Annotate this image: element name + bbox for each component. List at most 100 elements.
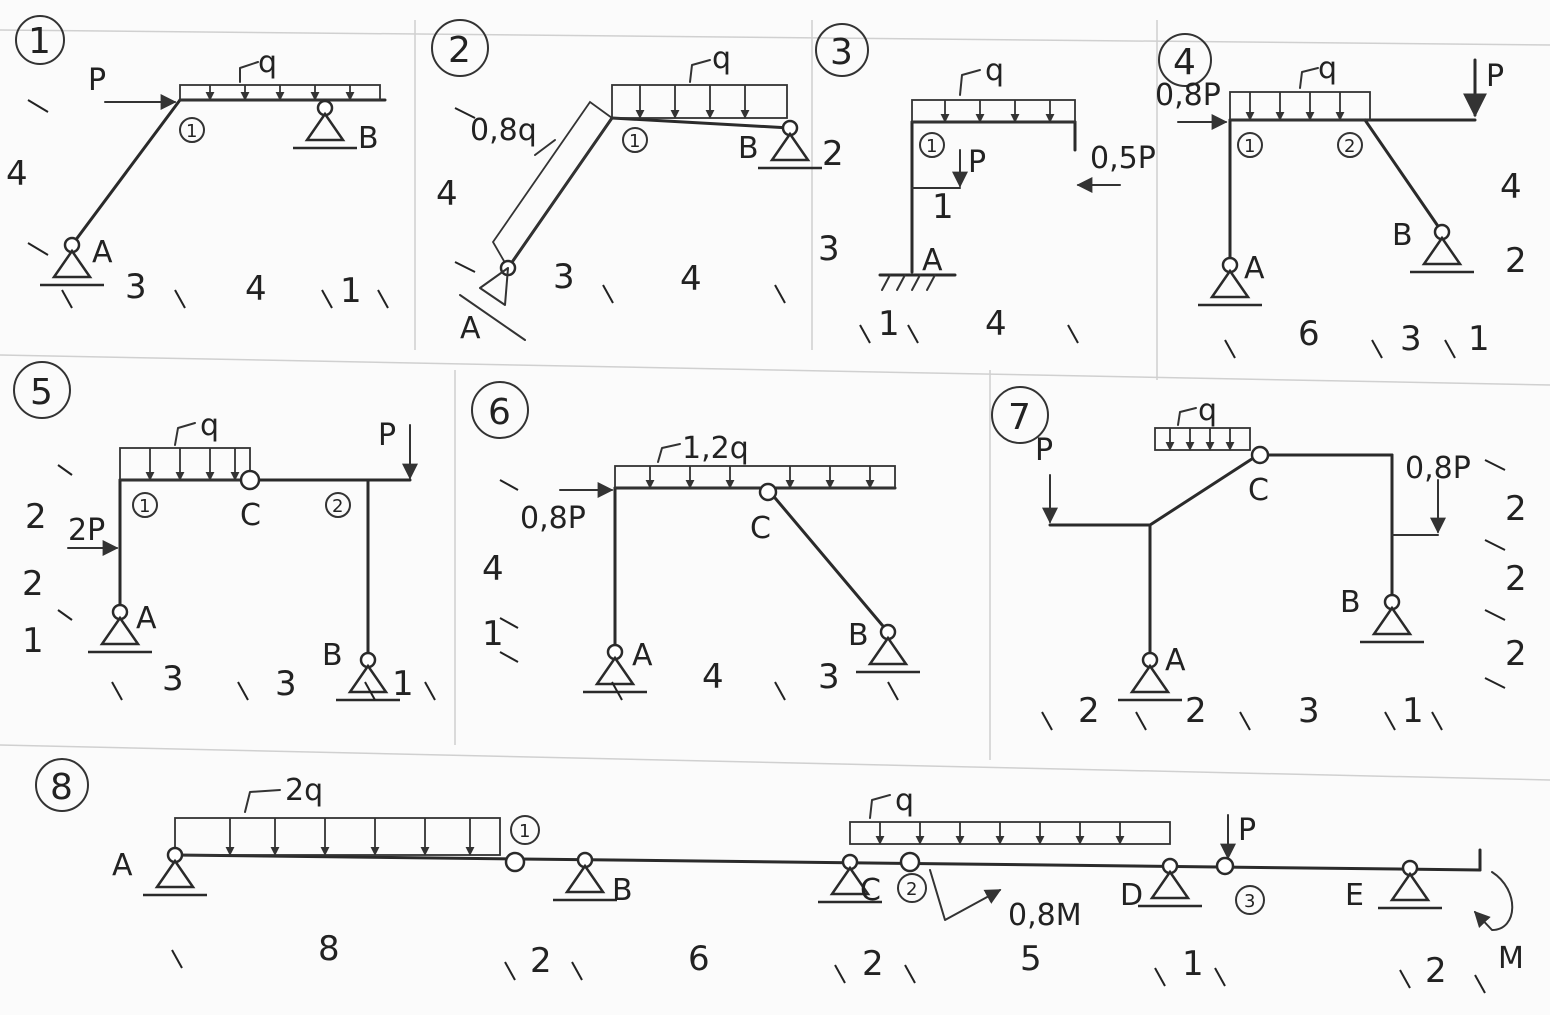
support-a-label: A (1244, 251, 1265, 286)
dim-w1: 3 (553, 257, 575, 297)
load-incl-label: 0,8q (470, 113, 537, 148)
problem-number-circle (13, 361, 71, 419)
dim-w1: 3 (162, 659, 184, 699)
problem-number: 8 (50, 767, 73, 808)
inclined-member (1363, 118, 1444, 234)
problem-number-circle (1158, 33, 1212, 87)
problem-number-circle (431, 19, 489, 77)
support-d-label: D (1120, 878, 1143, 913)
inclined-ground (459, 294, 526, 341)
distributed-load (1154, 427, 1251, 451)
problem-number-circle (991, 386, 1049, 444)
support-a-label: A (632, 638, 653, 673)
node-label-2: 2 (332, 496, 343, 517)
problem-4: 4 q 0,8P P 1 2 A B 4 2 6 3 1 (1155, 33, 1527, 359)
dim-h1: 4 (482, 549, 504, 589)
load-q-label: q (895, 783, 914, 818)
hinge-1 (504, 851, 526, 873)
dim-w2: 3 (818, 657, 840, 697)
support-b-label: B (1340, 585, 1361, 620)
moment-m-label: M (1498, 941, 1524, 976)
dim-s3: 6 (688, 939, 710, 979)
distributed-load (614, 465, 896, 489)
support-a-label: A (136, 601, 157, 636)
dim-w3: 1 (1468, 319, 1490, 359)
problem-number: 6 (488, 392, 511, 433)
node-label: 1 (186, 121, 197, 142)
dim-w2: 4 (985, 304, 1007, 344)
dim-s7: 2 (1425, 951, 1447, 991)
moment-arrow-end (1473, 871, 1514, 931)
problem-2: 2 q 0,8q 1 B A 4 2 3 4 (431, 19, 844, 346)
distributed-load-left (174, 817, 501, 856)
dim-s6: 1 (1182, 944, 1204, 984)
inclined-member (70, 98, 182, 247)
support-b-label: B (738, 131, 759, 166)
problem-3: 3 q P 0,5P 1 A 1 3 1 4 (815, 23, 1156, 344)
load-q-label: q (985, 53, 1004, 88)
problem-number-circle (35, 758, 89, 812)
pin-support-b (1408, 223, 1476, 274)
problem-number-circle (471, 381, 529, 439)
pin-support-b (1358, 593, 1426, 644)
problem-8: 8 2q q P 1 2 (35, 758, 1524, 994)
dim-w2: 4 (245, 269, 267, 309)
hinge (239, 469, 261, 491)
dim-s2: 2 (530, 941, 552, 981)
inclined-member (768, 490, 890, 634)
moment-arrow-mid (929, 869, 1002, 921)
force-p-label: P (1486, 59, 1504, 94)
support-a-label: A (92, 235, 113, 270)
dim-h2: 3 (818, 229, 840, 269)
support-c-label: C (860, 873, 881, 908)
force-p-left-label: 0,8P (520, 501, 586, 536)
inclined-load (491, 100, 614, 270)
dim-w1: 2 (1078, 691, 1100, 731)
node-marker (179, 117, 205, 143)
dim-w3: 3 (1298, 691, 1320, 731)
dim-w1: 4 (702, 657, 724, 697)
force-p-left-label: 2P (68, 513, 105, 548)
hinge-label: C (750, 511, 771, 546)
problem-number: 7 (1008, 397, 1031, 438)
distributed-load (911, 99, 1076, 123)
dim-h2: 2 (1505, 241, 1527, 281)
hinge-label: C (240, 498, 261, 533)
hinge-3 (1215, 856, 1235, 876)
support-b-label: B (612, 873, 633, 908)
support-b-label: B (322, 638, 343, 673)
dim-w3: 1 (392, 664, 414, 704)
moment-08m-label: 0,8M (1008, 898, 1082, 933)
dim-height: 4 (436, 174, 458, 214)
inclined-member (1148, 453, 1260, 527)
node-label: 1 (926, 136, 937, 157)
problem-1: 1 q P 1 A B 4 3 4 1 (6, 15, 389, 311)
dim-w2: 3 (1400, 319, 1422, 359)
dim-h3: 2 (1505, 634, 1527, 674)
dim-w2: 3 (275, 664, 297, 704)
force-p-label: P (968, 145, 986, 180)
support-a-label: A (112, 848, 133, 883)
load-q-label: 1,2q (682, 431, 749, 466)
dim-h1: 1 (932, 187, 954, 227)
pin-support-b (334, 651, 402, 702)
problem-number: 3 (830, 32, 853, 73)
load-q-label: q (1318, 51, 1337, 86)
node-label-3: 3 (1244, 891, 1255, 912)
problem-number: 2 (448, 30, 471, 71)
dim-h1: 4 (1500, 167, 1522, 207)
distributed-load (119, 447, 251, 481)
panel-grid (0, 20, 1550, 781)
dim-w1: 6 (1298, 314, 1320, 354)
hinge-label: C (1248, 473, 1269, 508)
dim-s5: 5 (1020, 939, 1042, 979)
dim-w2: 4 (680, 259, 702, 299)
dim-height-right: 2 (822, 134, 844, 174)
dim-h2: 2 (22, 564, 44, 604)
dim-h1: 2 (1505, 489, 1527, 529)
dim-height: 4 (6, 154, 28, 194)
support-a-label: A (1165, 643, 1186, 678)
support-b-label: B (848, 618, 869, 653)
force-p-label: P (1238, 813, 1256, 848)
